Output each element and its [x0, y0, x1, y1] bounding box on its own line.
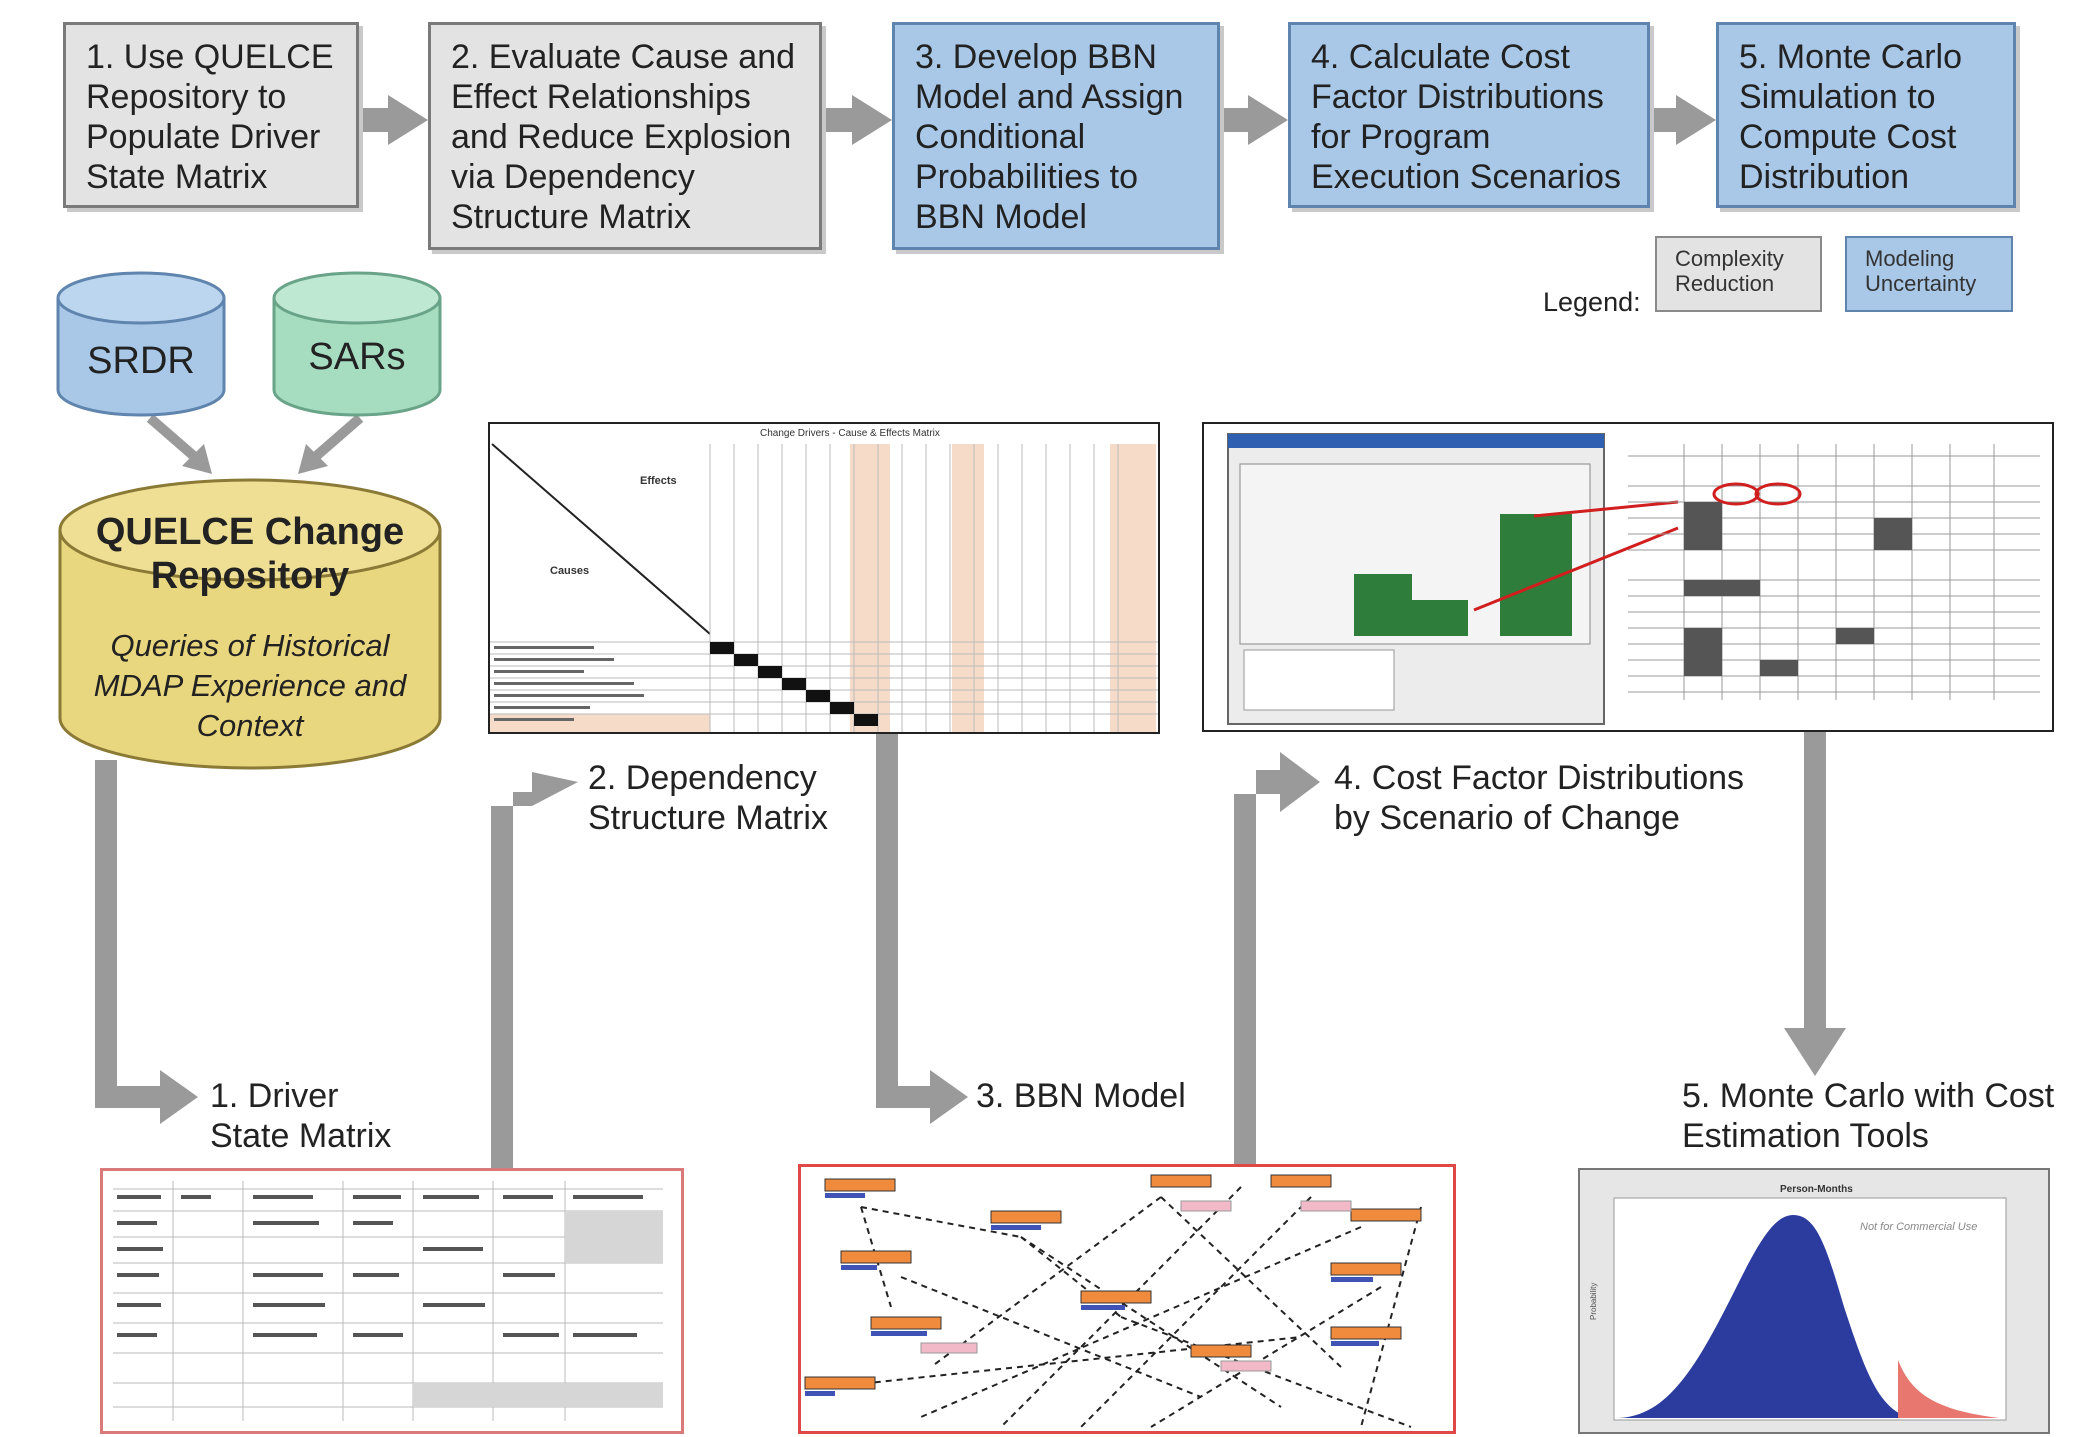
monte-ylabel: Probability: [1589, 1283, 1598, 1320]
step-1-box: 1. Use QUELCE Repository to Populate Dri…: [63, 22, 359, 208]
arrow-step3-step4: [1220, 95, 1288, 145]
step-arrows: [360, 95, 1716, 145]
arrow-driver-dsm: [491, 772, 578, 1168]
dsm-effects-label: Effects: [640, 475, 677, 487]
arrowhead-srdr: [182, 444, 212, 474]
driver-state-matrix-thumbnail: [100, 1168, 684, 1434]
dsm-title: Change Drivers - Cause & Effects Matrix: [760, 428, 940, 439]
monte-carlo-histogram: Person-Months Not for Commercial Use Pro…: [1589, 1184, 2007, 1421]
dsm-causes-label: Causes: [550, 565, 589, 577]
bbn-model-thumbnail: [798, 1164, 1456, 1434]
arrow-dsm-bbn: [876, 730, 968, 1124]
step-5-box: 5. Monte Carlo Simulation to Compute Cos…: [1716, 22, 2016, 208]
dsm-label: 2. Dependency Structure Matrix: [588, 759, 828, 837]
repository-title: QUELCE Change Repository: [95, 511, 405, 597]
sars-label: SARs: [308, 336, 406, 378]
monte-carlo-thumbnail: Person-Months Not for Commercial Use Pro…: [1578, 1168, 2050, 1434]
arrow-step4-step5: [1650, 95, 1716, 145]
repository-subtitle: Queries of Historical MDAP Experience an…: [93, 628, 407, 743]
srdr-label: SRDR: [87, 340, 195, 382]
arrowhead-sars: [298, 444, 328, 474]
dsm-matrix-grid: Change Drivers - Cause & Effects Matrix …: [490, 428, 1158, 734]
step-4-box: 4. Calculate Cost Factor Distributions f…: [1288, 22, 1650, 208]
db-connectors: [146, 414, 364, 462]
cost-factor-thumbnail: [1202, 422, 2054, 732]
cost-factor-screens: [1227, 433, 2040, 725]
bbn-network: [804, 1174, 1422, 1428]
arrow-sars-repository: [310, 414, 364, 462]
arrow-repository-driver: [95, 760, 198, 1124]
arrow-cost-monte: [1784, 730, 1846, 1076]
monte-title: Person-Months: [1780, 1184, 1853, 1195]
monte-carlo-label: 5. Monte Carlo with Cost Estimation Tool…: [1682, 1077, 2055, 1155]
sars-database: [272, 271, 442, 417]
legend-complexity-reduction: Complexity Reduction: [1655, 236, 1822, 312]
monte-watermark: Not for Commercial Use: [1860, 1221, 1977, 1233]
cost-factor-label: 4. Cost Factor Distributions by Scenario…: [1334, 759, 1745, 837]
legend-modeling-uncertainty: Modeling Uncertainty: [1845, 236, 2013, 312]
histogram-main-area: [1616, 1214, 1916, 1418]
step-3-box: 3. Develop BBN Model and Assign Conditio…: [892, 22, 1220, 250]
arrow-step2-step3: [822, 95, 892, 145]
dsm-thumbnail: Change Drivers - Cause & Effects Matrix …: [488, 422, 1160, 734]
artifact-arrows: [95, 730, 1846, 1168]
arrow-bbn-cost: [1234, 752, 1320, 1168]
bbn-model-label: 3. BBN Model: [976, 1077, 1186, 1115]
histogram-tail-area: [1898, 1360, 2000, 1418]
repository-database: [58, 478, 442, 770]
driver-matrix-grid: [113, 1181, 663, 1421]
srdr-database: [56, 271, 226, 417]
step-2-box: 2. Evaluate Cause and Effect Relationshi…: [428, 22, 822, 250]
driver-state-matrix-label: 1. Driver State Matrix: [210, 1077, 392, 1155]
arrow-srdr-repository: [146, 414, 200, 462]
legend-title: Legend:: [1543, 287, 1641, 317]
arrow-step1-step2: [360, 95, 428, 145]
